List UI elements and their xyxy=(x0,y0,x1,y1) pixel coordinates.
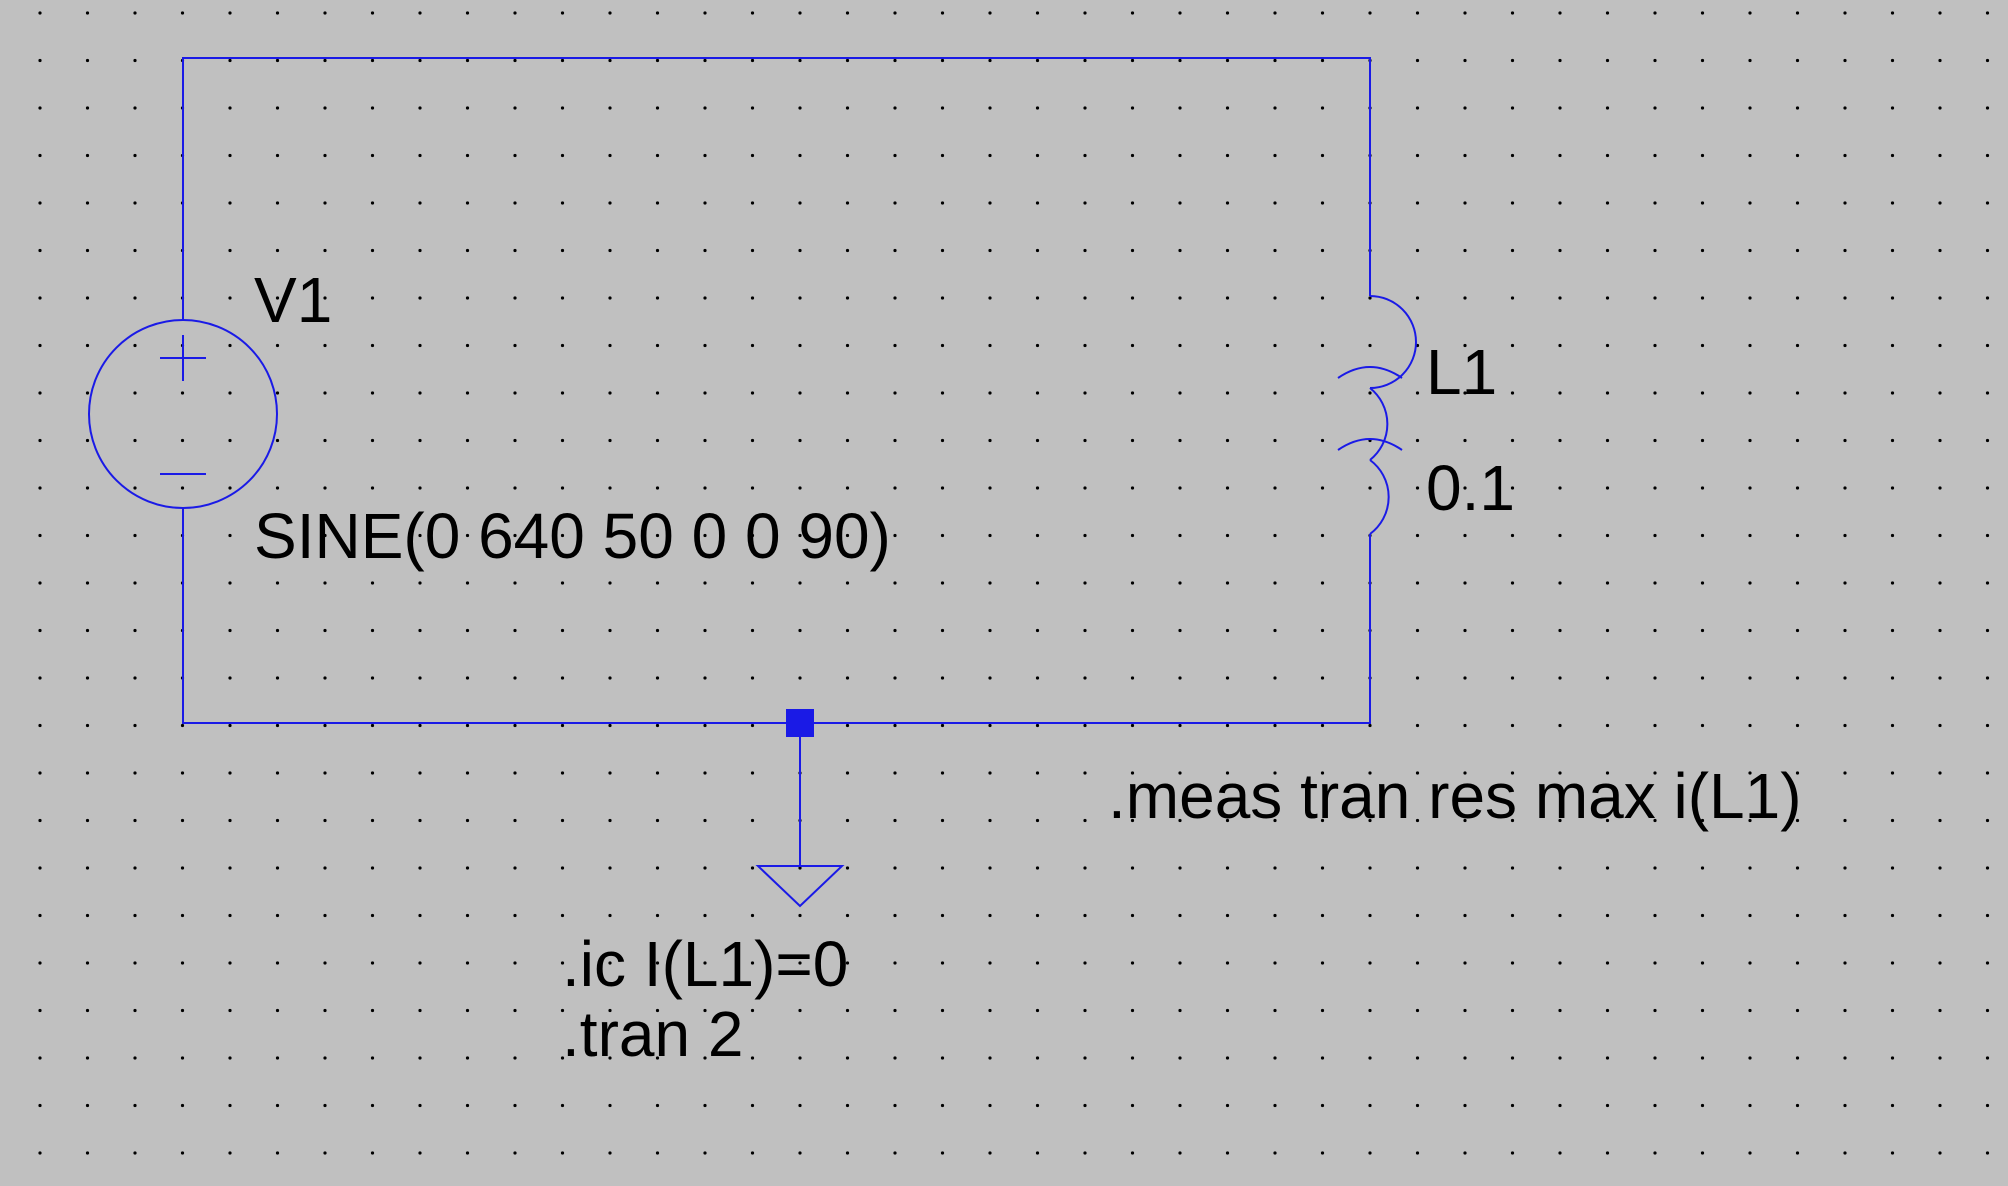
source-value-label[interactable]: SINE(0 640 50 0 0 90) xyxy=(254,500,891,572)
voltage-source-icon[interactable] xyxy=(88,319,278,509)
inductor-value-label[interactable]: 0.1 xyxy=(1426,452,1515,524)
tran-directive[interactable]: .tran 2 xyxy=(562,998,743,1070)
wire-left-bottom[interactable] xyxy=(182,508,800,724)
ground-icon xyxy=(755,865,845,908)
junction-dot-icon xyxy=(786,709,814,737)
inductor-name-label[interactable]: L1 xyxy=(1426,336,1497,408)
wires xyxy=(182,57,1371,866)
inductor-icon[interactable] xyxy=(1337,295,1417,535)
grid-dots xyxy=(38,11,1990,1155)
wire-top[interactable] xyxy=(182,57,1371,320)
meas-directive[interactable]: .meas tran res max i(L1) xyxy=(1108,760,1802,832)
ic-directive[interactable]: .ic I(L1)=0 xyxy=(562,928,848,1000)
source-name-label[interactable]: V1 xyxy=(254,264,332,336)
wire-right-bottom[interactable] xyxy=(800,534,1371,724)
